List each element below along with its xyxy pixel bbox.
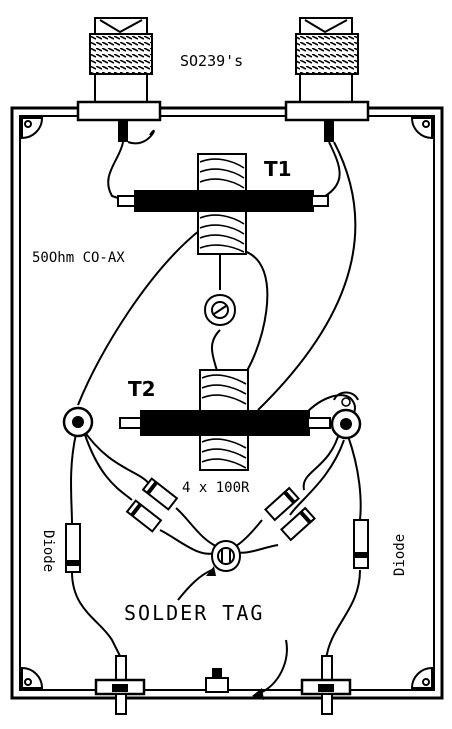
- t2-label: T2: [128, 377, 156, 401]
- resistor-right-upper: [264, 486, 300, 522]
- diode-right-label: Diode: [392, 534, 408, 576]
- terminal-post-left: [62, 406, 94, 438]
- so239-connector-right: [284, 17, 370, 142]
- resistor-left-upper: [141, 477, 179, 511]
- output-terminal-right: [300, 655, 352, 715]
- diode-left: [65, 523, 81, 573]
- diode-left-label: Diode: [40, 530, 56, 572]
- resistor-left-lower: [125, 499, 163, 533]
- output-terminal-left: [94, 655, 146, 715]
- terminal-post-right: [330, 391, 362, 440]
- resistors-label: 4 x 100R: [182, 480, 250, 496]
- corner-screw-icon: [21, 117, 433, 689]
- diode-right: [353, 519, 369, 569]
- so239-connector-left: [76, 17, 162, 142]
- t1-label: T1: [264, 157, 292, 181]
- mounting-lug-icon: [203, 294, 237, 326]
- connectors-label: SO239's: [180, 52, 243, 70]
- ground-lug: [205, 668, 229, 693]
- arrow-icon: [206, 566, 264, 700]
- solder-tag-icon: [210, 540, 242, 572]
- transformer-t2: [119, 369, 331, 471]
- solder-tag-label: SOLDER TAG: [124, 601, 264, 625]
- coax-label: 50Ohm CO-AX: [32, 250, 125, 266]
- resistor-right-lower: [280, 506, 316, 542]
- transformer-t1: [117, 153, 329, 255]
